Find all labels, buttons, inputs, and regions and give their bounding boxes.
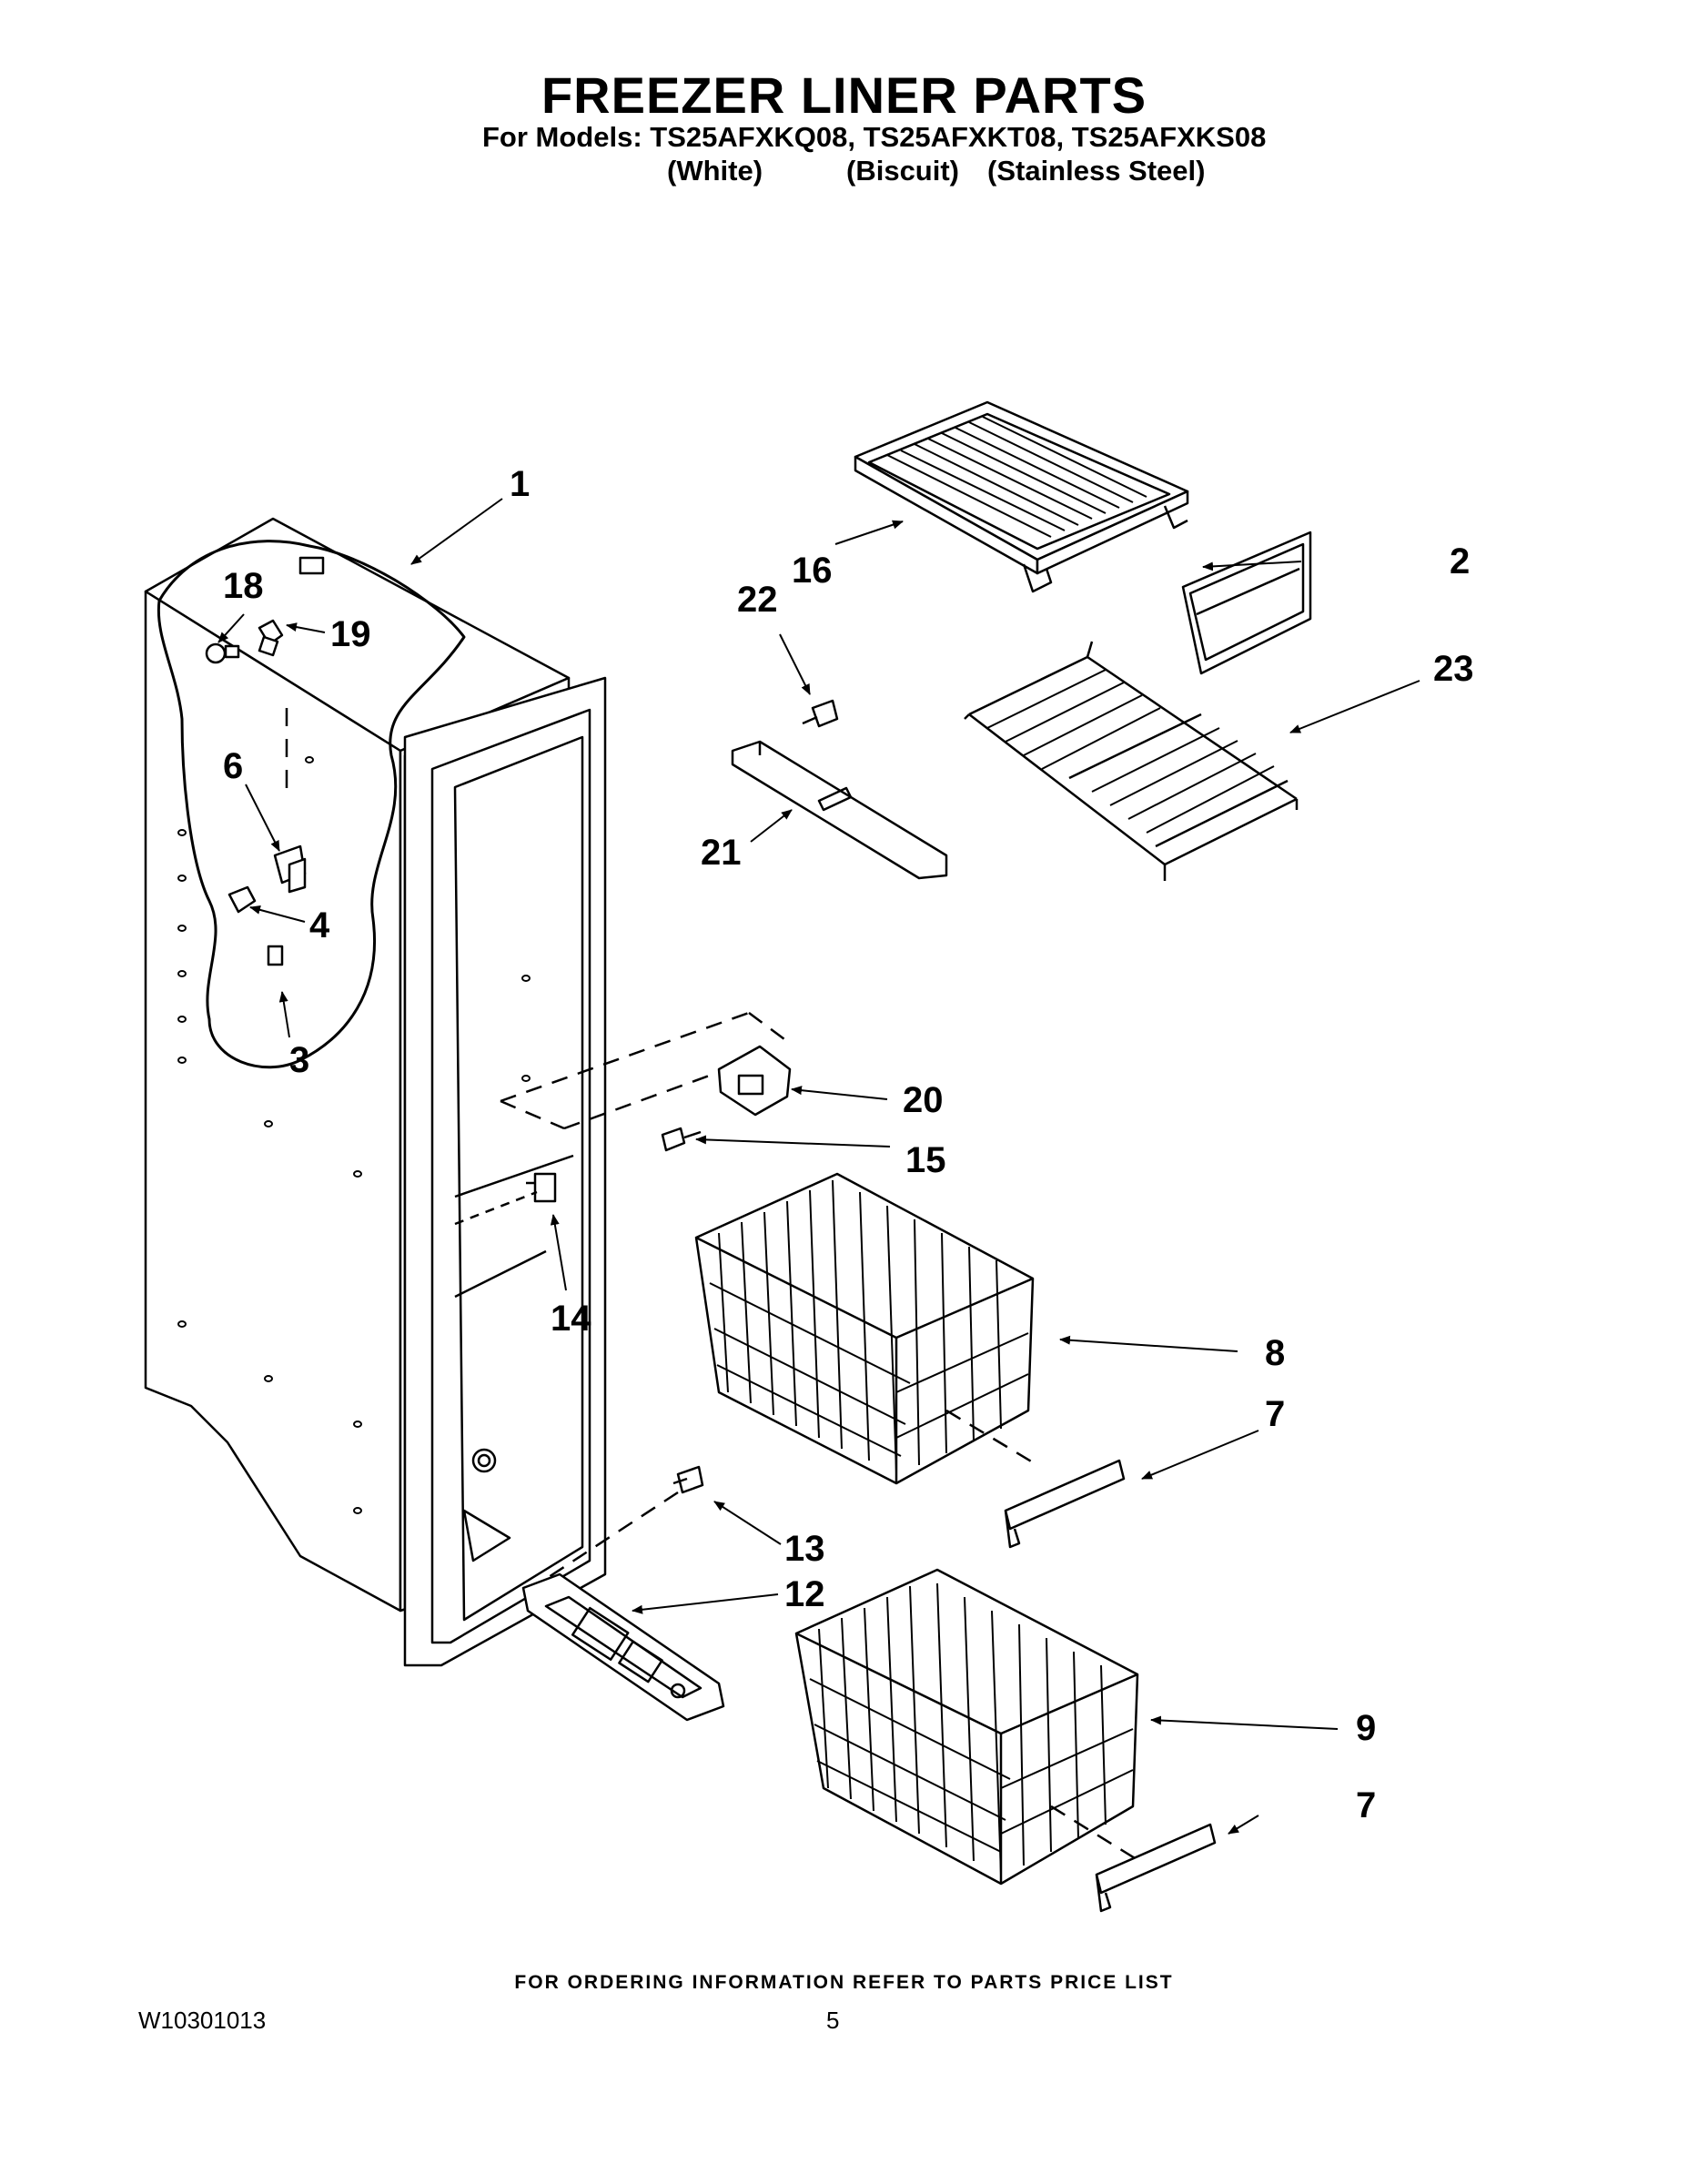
callout-6: 6 — [223, 746, 243, 786]
control-bracket — [227, 844, 307, 966]
damper-sensor — [454, 1172, 557, 1226]
wire-shelf — [964, 641, 1299, 881]
lower-trim-grille — [521, 1572, 725, 1722]
callout-20: 20 — [903, 1080, 944, 1120]
callout-9: 9 — [1356, 1708, 1376, 1748]
lower-freezer-basket — [794, 1568, 1147, 1886]
basket-slide-bracket — [500, 1011, 793, 1130]
callout-labels: 1 2 3 4 6 7 7 8 9 12 13 14 15 16 18 19 2… — [223, 464, 1474, 1825]
callout-13: 13 — [784, 1529, 825, 1569]
callout-7-lower: 7 — [1356, 1785, 1376, 1825]
page-title: FREEZER LINER PARTS — [541, 66, 1147, 124]
callout-18: 18 — [223, 566, 264, 606]
callout-1: 1 — [510, 464, 530, 504]
callout-16: 16 — [792, 551, 833, 591]
color-stainless-steel: (Stainless Steel) — [987, 155, 1206, 187]
callout-21: 21 — [701, 833, 742, 873]
trim-screw — [545, 1465, 704, 1581]
callout-22: 22 — [737, 580, 778, 620]
shelf-trim-panel — [1181, 531, 1312, 675]
callout-15: 15 — [905, 1140, 946, 1180]
basket-rail-lower — [1095, 1823, 1217, 1913]
color-biscuit: (Biscuit) — [846, 155, 959, 187]
ordering-note: FOR ORDERING INFORMATION REFER TO PARTS … — [514, 1972, 1174, 1993]
color-white: (White) — [667, 155, 763, 187]
light-socket-and-bulb — [205, 619, 288, 794]
callout-19: 19 — [330, 614, 371, 654]
callout-3: 3 — [289, 1040, 309, 1080]
freezer-liner-cabinet — [144, 517, 607, 1667]
callout-8: 8 — [1265, 1333, 1285, 1373]
page-number: 5 — [826, 2007, 840, 2034]
callout-leaders — [217, 498, 1420, 1835]
shelf-screw — [802, 699, 839, 728]
callout-12: 12 — [784, 1574, 825, 1614]
upper-shelf — [854, 400, 1189, 593]
callout-23: 23 — [1433, 649, 1474, 689]
models-line: For Models: TS25AFXKQ08, TS25AFXKT08, TS… — [482, 121, 1267, 153]
bracket-screw — [661, 1127, 702, 1152]
callout-4: 4 — [309, 905, 330, 945]
callout-14: 14 — [551, 1299, 591, 1339]
callout-7-upper: 7 — [1265, 1394, 1285, 1434]
shelf-support-bracket — [731, 740, 948, 880]
upper-freezer-basket — [694, 1172, 1038, 1485]
basket-rail-upper — [1004, 1459, 1126, 1549]
callout-2: 2 — [1450, 541, 1470, 581]
document-number: W10301013 — [138, 2007, 267, 2034]
